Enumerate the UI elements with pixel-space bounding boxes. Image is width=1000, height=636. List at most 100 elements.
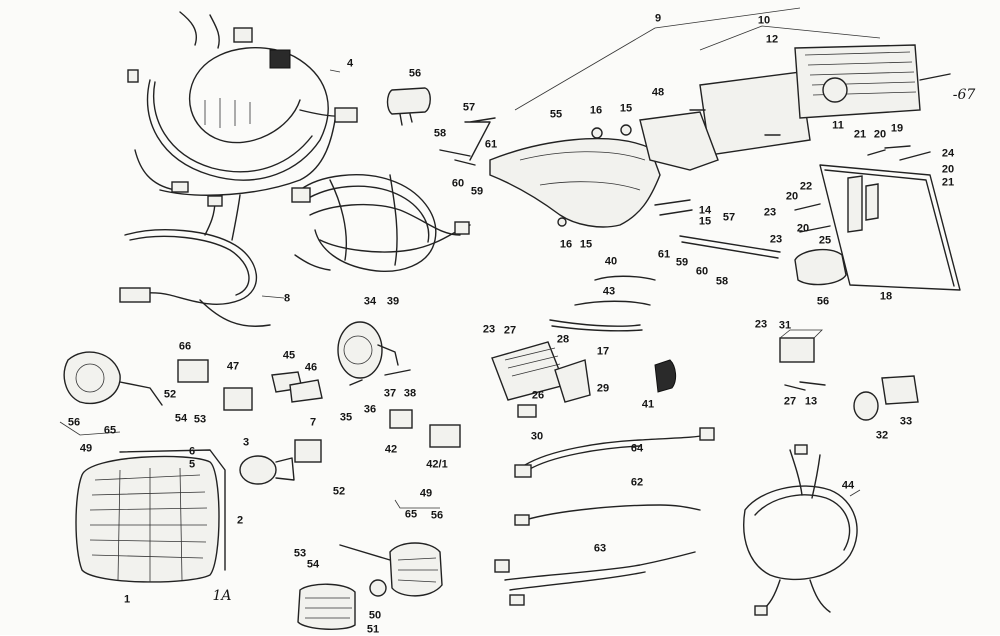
label-23-d: 23 xyxy=(769,233,783,246)
label-53-b: 53 xyxy=(293,547,307,560)
indicator-lens-51 xyxy=(297,579,387,630)
label-55: 55 xyxy=(549,108,563,121)
label-9: 9 xyxy=(654,12,662,25)
front-indicator-56-lower xyxy=(339,542,443,597)
label-13: 13 xyxy=(804,395,818,408)
label-60-b: 60 xyxy=(695,265,709,278)
label-66: 66 xyxy=(178,340,192,353)
label-56-a: 56 xyxy=(408,67,422,80)
cables-62-63-64 xyxy=(494,427,715,606)
label-28: 28 xyxy=(556,333,570,346)
label-5: 5 xyxy=(188,458,196,471)
label-57-a: 57 xyxy=(462,101,476,114)
license-plate-frame-18 xyxy=(819,164,961,291)
label-52-b: 52 xyxy=(332,485,346,498)
label-23-c: 23 xyxy=(763,206,777,219)
label-49-b: 49 xyxy=(419,487,433,500)
label-38: 38 xyxy=(403,387,417,400)
label-65-a: 65 xyxy=(103,424,117,437)
label-20-c: 20 xyxy=(785,190,799,203)
label-20-a: 20 xyxy=(873,128,887,141)
label-15-b: 15 xyxy=(698,215,712,228)
label-48: 48 xyxy=(651,86,665,99)
label-58-b: 58 xyxy=(715,275,729,288)
label-6: 6 xyxy=(188,445,196,458)
label-15-c: 15 xyxy=(579,238,593,251)
label-22: 22 xyxy=(799,180,813,193)
label-3: 3 xyxy=(242,436,250,449)
label-57-b: 57 xyxy=(722,211,736,224)
label-18: 18 xyxy=(879,290,893,303)
label-41: 41 xyxy=(641,398,655,411)
label-56-c: 56 xyxy=(67,416,81,429)
label-56-b: 56 xyxy=(816,295,830,308)
trim-strips xyxy=(549,275,656,332)
label-62: 62 xyxy=(630,476,644,489)
headlamp-bulb-3 xyxy=(239,455,295,485)
label-15-a: 15 xyxy=(619,102,633,115)
label-21-b: 21 xyxy=(941,176,955,189)
label-10: 10 xyxy=(757,14,771,27)
label-1a: 1A xyxy=(212,588,232,604)
label-64: 64 xyxy=(630,442,644,455)
label-44: 44 xyxy=(841,479,855,492)
label-59-a: 59 xyxy=(470,185,484,198)
label-32: 32 xyxy=(875,429,889,442)
bulb-holder-32-33 xyxy=(853,375,919,421)
indicator-stems-57 xyxy=(464,117,781,259)
label-58-a: 58 xyxy=(433,127,447,140)
label-27-b: 27 xyxy=(783,395,797,408)
label-29: 29 xyxy=(596,382,610,395)
label-34: 34 xyxy=(363,295,377,308)
headlamp-1 xyxy=(75,449,226,583)
horn-34 xyxy=(337,321,399,379)
label-40: 40 xyxy=(604,255,618,268)
label-17: 17 xyxy=(596,345,610,358)
label-45: 45 xyxy=(282,349,296,362)
label-59-b: 59 xyxy=(675,256,689,269)
label-54-b: 54 xyxy=(306,558,320,571)
label-12: 12 xyxy=(765,33,779,46)
wiring-harness-44 xyxy=(743,444,858,616)
label-65-b: 65 xyxy=(404,508,418,521)
rear-light-assembly xyxy=(689,44,951,156)
label-23-a: 23 xyxy=(482,323,496,336)
wiring-harness-8 xyxy=(119,194,271,327)
rear-indicator-56 xyxy=(794,248,847,286)
label-20-d: 20 xyxy=(796,222,810,235)
label-54-a: 54 xyxy=(174,412,188,425)
label-50: 50 xyxy=(368,609,382,622)
label-61-a: 61 xyxy=(484,138,498,151)
grommet-41 xyxy=(654,359,677,393)
label-46: 46 xyxy=(304,361,318,374)
label-39: 39 xyxy=(386,295,400,308)
label-37: 37 xyxy=(383,387,397,400)
fuse-box-28 xyxy=(491,341,591,418)
label-25: 25 xyxy=(818,234,832,247)
label-33: 33 xyxy=(899,415,913,428)
label-60-a: 60 xyxy=(451,177,465,190)
label-24: 24 xyxy=(941,147,955,160)
label-16-a: 16 xyxy=(589,104,603,117)
label-43: 43 xyxy=(602,285,616,298)
label-56-d: 56 xyxy=(430,509,444,522)
label-11: 11 xyxy=(832,119,844,132)
label-42: 42 xyxy=(384,443,398,456)
connectors xyxy=(177,359,461,463)
label-35: 35 xyxy=(339,411,353,424)
label-16-b: 16 xyxy=(559,238,573,251)
plate-bracket xyxy=(847,175,879,233)
front-indicator-56-left xyxy=(63,351,163,406)
label-20-b: 20 xyxy=(941,163,955,176)
label-1: 1 xyxy=(123,593,131,606)
label-51: 51 xyxy=(366,623,380,636)
label-7: 7 xyxy=(309,416,317,429)
label-27-a: 27 xyxy=(503,324,517,337)
label-63: 63 xyxy=(593,542,607,555)
wiring-harness-39 xyxy=(291,174,471,272)
label-42-1: 42/1 xyxy=(426,458,448,471)
label-23-b: 23 xyxy=(754,318,768,331)
label-8: 8 xyxy=(283,292,291,305)
